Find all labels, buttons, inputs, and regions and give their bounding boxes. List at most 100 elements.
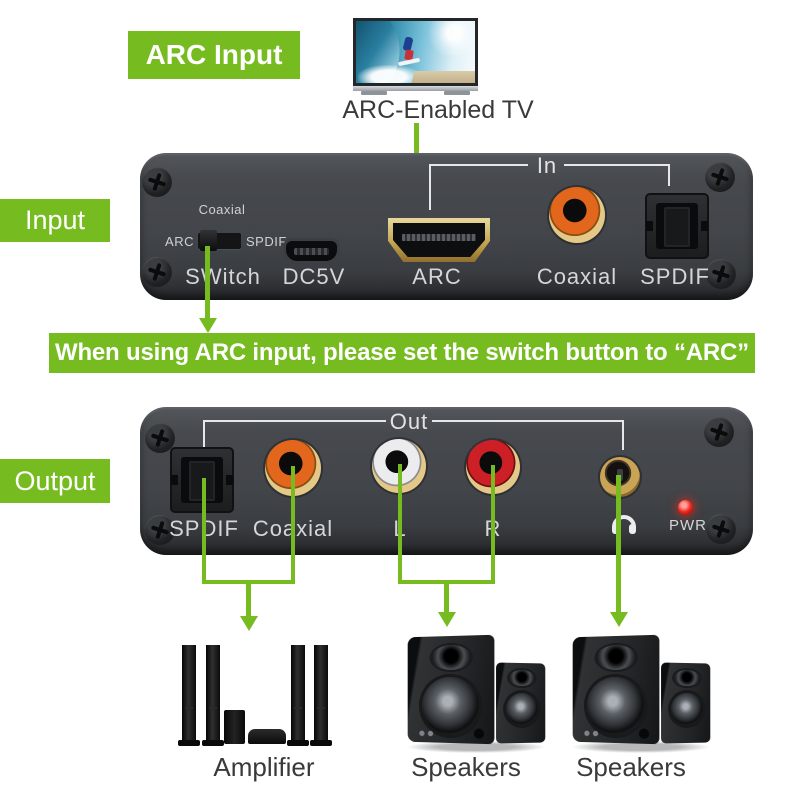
screw-icon xyxy=(704,417,734,447)
arc-tv-image xyxy=(353,18,478,96)
output-tag: Output xyxy=(0,459,110,503)
in-bracket-line xyxy=(429,164,431,210)
in-bracket-label: In xyxy=(536,153,558,178)
dc5v-usb-port xyxy=(283,238,340,264)
screw-icon xyxy=(706,514,736,544)
speaker-woofer xyxy=(421,676,480,736)
hdmi-pins xyxy=(402,234,476,241)
out-bracket-line xyxy=(622,420,624,450)
tv-bottom-bar xyxy=(353,86,478,91)
speaker-knob xyxy=(638,728,650,739)
tv-screen xyxy=(353,18,478,86)
arc-port-label: ARC xyxy=(412,264,462,289)
optical-flap xyxy=(664,207,690,247)
tv-screen-foam xyxy=(358,65,420,83)
speaker-tweeter xyxy=(596,644,636,671)
out-bracket-line xyxy=(204,420,386,422)
tv-screen-sun xyxy=(425,21,475,55)
screw-icon xyxy=(705,162,735,192)
in-bracket-line xyxy=(564,164,670,166)
out-bracket-label: Out xyxy=(389,409,429,434)
arc-instruction-banner: When using ARC input, please set the swi… xyxy=(49,333,755,373)
headphone-icon-band xyxy=(612,515,636,527)
arc-hdmi-port xyxy=(388,218,490,262)
switch-caption: SWitch xyxy=(185,264,261,289)
optical-notch xyxy=(226,475,233,485)
speaker-tweeter xyxy=(674,669,700,687)
spdif-in-label: SPDIF xyxy=(640,264,710,289)
out-bracket-line xyxy=(203,420,205,447)
line-headphone-out xyxy=(616,475,621,612)
speaker-knob xyxy=(473,728,485,739)
speaker-leds xyxy=(419,730,435,737)
optical-notch xyxy=(701,221,708,231)
tower-speaker xyxy=(310,645,332,746)
speaker-large xyxy=(572,634,660,745)
speaker-large xyxy=(407,634,495,745)
in-bracket-line xyxy=(430,164,528,166)
power-led xyxy=(678,500,693,515)
coaxial-in-label: Coaxial xyxy=(536,264,618,289)
arrow-line-speakers xyxy=(444,584,449,612)
tv-foot-right xyxy=(444,91,470,95)
arrow-head-amplifier xyxy=(240,616,258,631)
screw-icon xyxy=(145,515,175,545)
bracket-speakers xyxy=(398,580,495,584)
subwoofer xyxy=(224,710,245,744)
speaker-small xyxy=(661,662,711,744)
speaker-leds xyxy=(584,730,600,737)
speaker-shadow xyxy=(408,741,544,753)
arrow-head-switch-to-banner xyxy=(199,318,217,333)
tower-speaker xyxy=(287,645,309,746)
arc-input-tag: ARC Input xyxy=(128,31,300,79)
speaker-woofer xyxy=(506,692,538,726)
speakers-caption-left: Speakers xyxy=(411,752,521,782)
screw-icon xyxy=(142,257,172,287)
speaker-small xyxy=(496,662,546,744)
tv-caption: ARC-Enabled TV xyxy=(342,96,534,124)
headphone-icon xyxy=(612,515,636,534)
switch-spdif-label: SPDIF xyxy=(246,234,287,249)
optical-notch xyxy=(171,475,178,485)
headphone-icon-pad xyxy=(629,524,636,534)
screw-icon xyxy=(142,167,172,197)
av-receiver xyxy=(248,729,286,744)
tower-speaker xyxy=(202,645,224,746)
tower-speaker xyxy=(178,645,200,746)
arrow-head-headphone xyxy=(610,612,628,627)
pwr-label: PWR xyxy=(669,517,707,534)
headphone-icon-pad xyxy=(612,524,619,534)
speakers-image-left xyxy=(406,631,546,753)
screw-icon xyxy=(706,259,736,289)
speakers-image-right xyxy=(571,631,711,753)
input-panel: In Coaxial ARC SPDIF SWitch DC5V ARC Coa… xyxy=(140,153,753,300)
switch-coaxial-label: Coaxial xyxy=(198,202,246,217)
speaker-woofer xyxy=(671,692,703,726)
speaker-woofer xyxy=(586,676,645,736)
speakers-caption-right: Speakers xyxy=(576,752,686,782)
line-right-out xyxy=(491,465,495,584)
arrow-head-speakers xyxy=(438,612,456,627)
dc5v-label: DC5V xyxy=(282,264,346,289)
out-bracket-line xyxy=(432,420,623,422)
line-coaxial-out xyxy=(291,466,295,584)
switch-arc-label: ARC xyxy=(165,234,194,249)
line-left-out xyxy=(398,464,402,584)
speaker-tweeter xyxy=(431,644,471,671)
coaxial-in-jack xyxy=(549,187,605,243)
speaker-tweeter xyxy=(509,669,535,687)
arrow-line-switch-to-banner xyxy=(205,246,210,318)
amplifier-image xyxy=(174,640,344,750)
tv-screen-beach xyxy=(411,71,475,83)
tv-foot-left xyxy=(361,91,387,95)
spdif-in-port xyxy=(645,193,709,259)
amplifier-caption: Amplifier xyxy=(213,752,315,782)
line-spdif-out xyxy=(202,478,206,584)
arrow-line-amplifier xyxy=(246,584,251,616)
usb-slot xyxy=(294,248,329,255)
optical-notch xyxy=(646,221,653,231)
speaker-shadow xyxy=(573,741,709,753)
output-panel: Out SPDIF Coaxial L R PWR xyxy=(140,407,753,555)
input-tag: Input xyxy=(0,199,110,242)
